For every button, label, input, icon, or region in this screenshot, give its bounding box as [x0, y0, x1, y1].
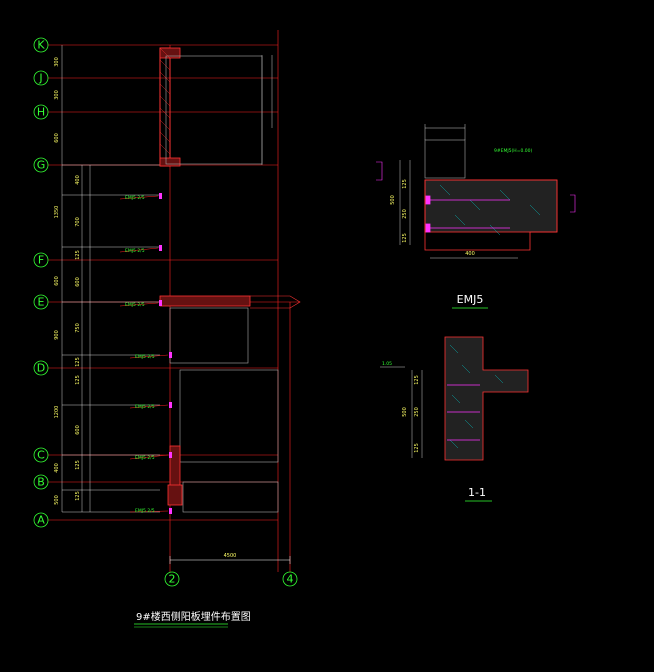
embed-tag: EMJ5 2/5	[135, 508, 155, 514]
embed-tag: EMJ5 2/5	[135, 455, 155, 461]
embed-tag: EMJ5 2/5	[125, 302, 145, 308]
embed-marker	[169, 352, 172, 358]
emj5-hatch	[439, 184, 541, 236]
dimension-lines-left	[61, 45, 160, 513]
embed-tag: EMJ5 2/5	[135, 404, 155, 410]
axis-bubble-f: F	[33, 252, 49, 268]
svg-text:600: 600	[75, 425, 81, 435]
axis-bubble-k: K	[33, 37, 49, 53]
svg-text:300: 300	[54, 90, 60, 100]
svg-text:400: 400	[54, 463, 60, 473]
svg-text:500: 500	[390, 195, 396, 205]
svg-text:125: 125	[75, 357, 81, 367]
axis-bubble-e: E	[33, 294, 49, 310]
axis-bubbles-cols: 2 4	[164, 571, 298, 587]
axis-label-a: A	[37, 514, 45, 527]
embed-tag: EMJ5 2/5	[125, 195, 145, 201]
svg-text:900: 900	[54, 330, 60, 340]
axis-bubble-d: D	[33, 360, 49, 376]
detail-title-1-1: 1-1	[468, 486, 486, 499]
emj5-tag: 9#EMJ5(H=0.00)	[494, 148, 532, 154]
svg-text:125: 125	[414, 375, 420, 385]
axis-bubble-2: 2	[164, 571, 180, 587]
embed-marker	[159, 300, 162, 306]
axis-bubble-j: J	[33, 70, 49, 86]
svg-text:700: 700	[75, 217, 81, 227]
dimension-ticks-left: 300 300 600 1350 600 900 1200 400 500 40…	[54, 57, 81, 505]
embed-marker	[159, 245, 162, 251]
axis-label-d: D	[37, 362, 45, 375]
wall-column-upper	[159, 47, 263, 167]
section-level-tag: 1.05	[382, 361, 392, 367]
svg-text:250: 250	[402, 209, 408, 219]
svg-text:300: 300	[54, 57, 60, 67]
svg-text:125: 125	[402, 179, 408, 189]
embed-marker	[169, 402, 172, 408]
svg-text:250: 250	[414, 407, 420, 417]
section-hatch	[449, 344, 504, 449]
axis-bubble-4: 4	[282, 571, 298, 587]
svg-text:400: 400	[75, 175, 81, 185]
svg-text:1200: 1200	[54, 406, 60, 419]
axis-bubbles-rows: K J H G F E D	[33, 37, 49, 528]
emj5-anchors	[425, 195, 510, 233]
bottom-dimension: 4500	[169, 553, 291, 564]
drawing-title: 9#楼西侧阳板埋件布置图	[136, 610, 251, 623]
svg-text:125: 125	[414, 443, 420, 453]
drawing-title-block: 9#楼西侧阳板埋件布置图	[134, 610, 251, 628]
svg-text:125: 125	[402, 233, 408, 243]
axis-bubble-c: C	[33, 447, 49, 463]
svg-text:125: 125	[75, 491, 81, 501]
axis-label-b: B	[37, 476, 45, 489]
axis-label-4: 4	[287, 573, 294, 586]
detail-emj5: 500 125 250 125 400 9#EMJ5(H=0.00) EMJ5	[376, 124, 576, 309]
bottom-dimension-value: 4500	[224, 553, 237, 559]
svg-text:600: 600	[54, 276, 60, 286]
axis-bubble-h: H	[33, 104, 49, 120]
svg-text:125: 125	[75, 375, 81, 385]
axis-label-e: E	[38, 296, 45, 309]
embed-marker	[159, 193, 162, 199]
svg-text:500: 500	[402, 407, 408, 417]
axis-label-h: H	[37, 106, 45, 119]
wall-column-lower	[167, 445, 183, 506]
svg-text:400: 400	[465, 251, 475, 257]
svg-text:600: 600	[75, 277, 81, 287]
embed-markers	[159, 193, 172, 514]
embed-tags: EMJ5 2/5 EMJ5 2/5 EMJ5 2/5 EMJ5 2/5 EMJ5…	[125, 195, 155, 514]
embed-marker	[169, 452, 172, 458]
axis-bubble-b: B	[33, 474, 49, 490]
detail-title-emj5: EMJ5	[457, 293, 484, 306]
axis-label-k: K	[37, 39, 45, 52]
svg-text:125: 125	[75, 250, 81, 260]
embed-marker	[169, 508, 172, 514]
embed-tag: EMJ5 2/5	[125, 248, 145, 254]
embed-leaders	[119, 195, 169, 513]
axis-label-g: G	[37, 159, 46, 172]
axis-label-f: F	[38, 254, 44, 267]
section-anchors	[447, 384, 480, 441]
axis-bubble-a: A	[33, 512, 49, 528]
svg-text:750: 750	[75, 323, 81, 333]
axis-label-c: C	[37, 449, 45, 462]
embed-tag: EMJ5 2/5	[135, 354, 155, 360]
elevation-plan: K J H G F E D	[33, 30, 301, 628]
svg-text:125: 125	[75, 460, 81, 470]
svg-text:600: 600	[54, 133, 60, 143]
detail-section-1-1: 500 125 250 125 1.05 1-1	[380, 336, 529, 502]
axis-label-2: 2	[169, 573, 176, 586]
svg-text:1350: 1350	[54, 206, 60, 219]
axis-label-j: J	[38, 72, 42, 85]
axis-bubble-g: G	[33, 157, 49, 173]
svg-text:500: 500	[54, 495, 60, 505]
